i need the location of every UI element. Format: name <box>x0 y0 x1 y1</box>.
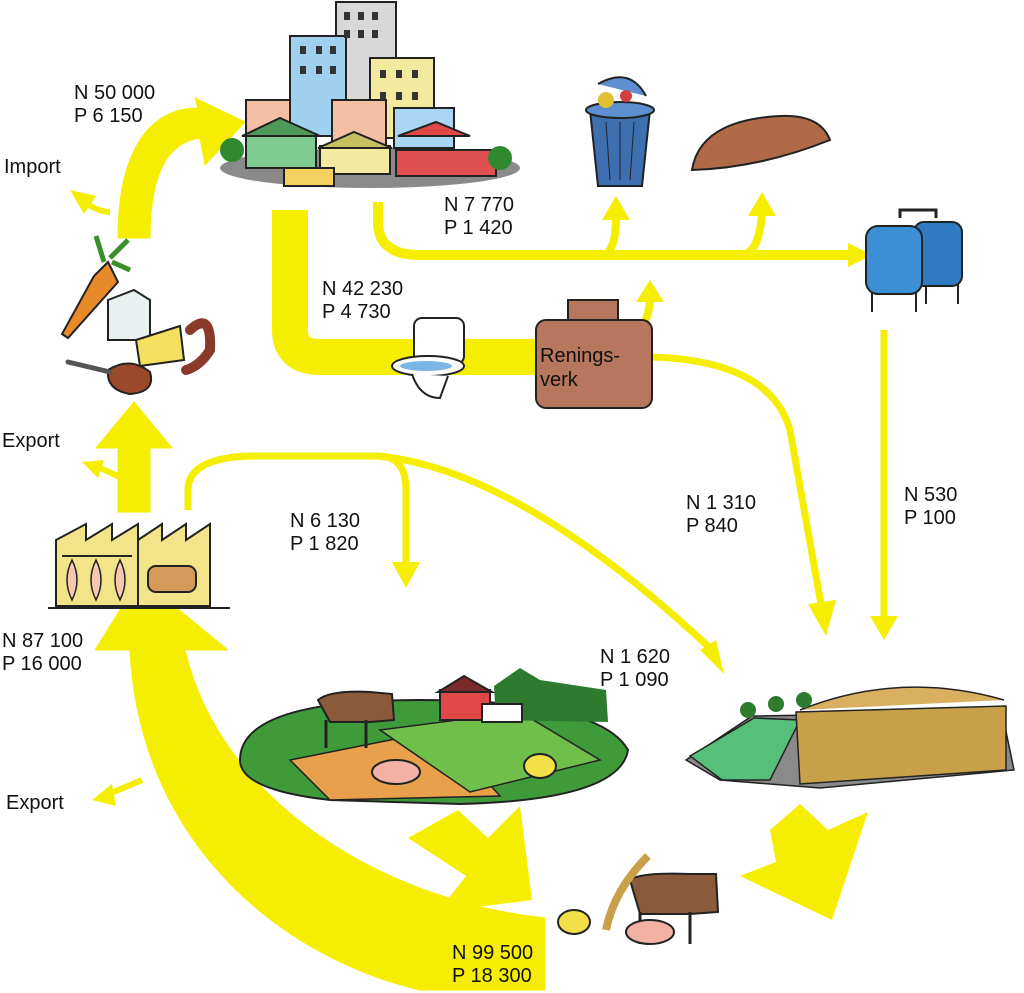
import-to-city-arrow <box>117 97 246 239</box>
farm-to-livestock-arrow <box>408 806 532 912</box>
treatment-plant-label: Renings- verk <box>540 345 621 391</box>
trash-bin-icon <box>585 76 655 187</box>
bread-loaf-icon <box>690 114 832 172</box>
factory-icon <box>48 522 230 609</box>
toilet-icon <box>391 317 465 400</box>
livestock-to-industry-arrow <box>94 577 546 991</box>
crop-field-icon <box>684 686 1015 789</box>
livestock-icon <box>557 853 720 945</box>
farm-icon <box>238 668 630 806</box>
food-icon <box>60 235 216 396</box>
export-bottom-label: Export <box>6 792 64 814</box>
silo-icon <box>865 208 963 312</box>
city-icon <box>220 1 520 188</box>
fields-to-livestock-arrow <box>740 804 868 920</box>
import-label: Import <box>4 156 61 178</box>
waste-arrow <box>373 202 850 260</box>
industry-to-food-arrow <box>95 401 173 513</box>
sludge-arrow <box>649 353 826 611</box>
treatment-plant-icon <box>535 299 653 409</box>
sewage-arrow <box>272 210 540 375</box>
export-top-label: Export <box>2 430 60 452</box>
industry-distribution-arrow <box>184 452 410 566</box>
